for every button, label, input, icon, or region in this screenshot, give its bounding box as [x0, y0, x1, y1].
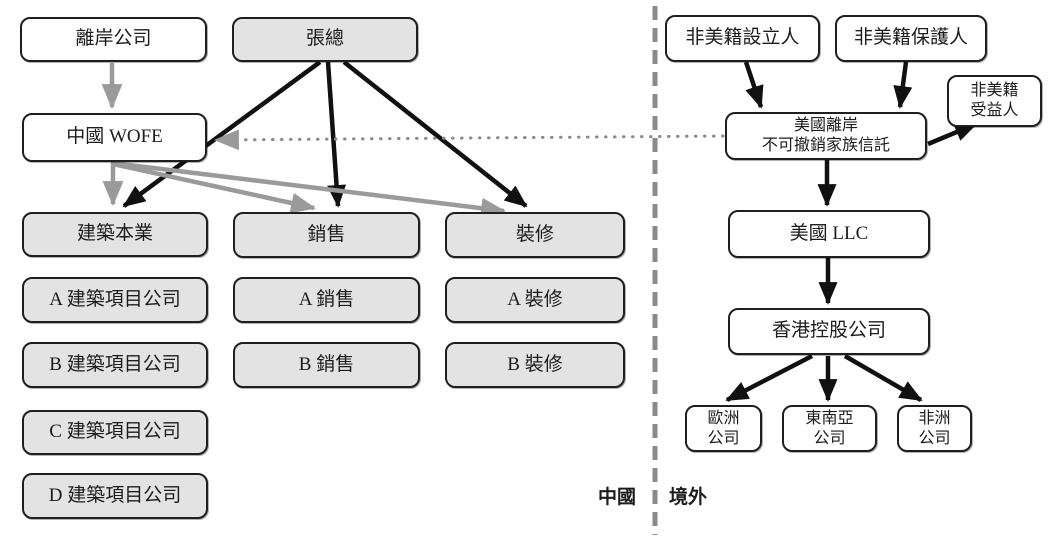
edge-hk-to-africa: [843, 354, 923, 402]
node-b-decoration: B 裝修: [445, 342, 625, 388]
edge-trust-to-beneficiary: [927, 121, 978, 147]
edge-wofe-to-decoration: [112, 160, 507, 219]
node-a-decoration: A 裝修: [445, 277, 625, 323]
edge-trust-to-wofe-dotted: [213, 129, 725, 151]
region-label-overseas: 境外: [669, 487, 708, 508]
node-hk-holding: 香港控股公司: [728, 308, 930, 355]
node-europe-company: 歐洲 公司: [685, 405, 762, 452]
node-non-us-settlor: 非美籍設立人: [665, 15, 820, 62]
node-construction-core: 建築本業: [22, 212, 208, 257]
node-b-sales: B 銷售: [233, 342, 420, 388]
edge-hk-to-europe: [725, 354, 814, 402]
edge-protector-to-trust: [893, 61, 913, 109]
node-sales: 銷售: [233, 212, 420, 258]
edge-wofe-to-sales: [112, 161, 317, 214]
node-non-us-protector: 非美籍保護人: [835, 15, 987, 62]
node-offshore-company: 離岸公司: [20, 17, 207, 62]
node-b-construction-project: B 建築項目公司: [22, 342, 208, 388]
node-china-wofe: 中國 WOFE: [22, 113, 207, 162]
node-zhang-zong: 張總: [232, 17, 418, 62]
node-c-construction-project: C 建築項目公司: [22, 410, 208, 455]
node-d-construction-project: D 建築項目公司: [22, 473, 208, 519]
node-non-us-beneficiary: 非美籍 受益人: [947, 75, 1042, 127]
node-sea-company: 東南亞 公司: [782, 405, 877, 452]
node-decoration: 裝修: [445, 212, 625, 258]
node-a-construction-project: A 建築項目公司: [22, 277, 208, 323]
node-us-llc: 美國 LLC: [728, 210, 930, 258]
edge-settlor-to-trust: [743, 61, 764, 109]
node-africa-company: 非洲 公司: [897, 405, 972, 452]
region-label-china: 中國: [598, 487, 637, 508]
edge-zhang-to-decoration: [342, 60, 528, 208]
edge-zhang-to-sales: [325, 61, 347, 208]
node-a-sales: A 銷售: [233, 277, 420, 323]
node-us-offshore-trust: 美國離岸 不可撤銷家族信託: [725, 112, 927, 160]
